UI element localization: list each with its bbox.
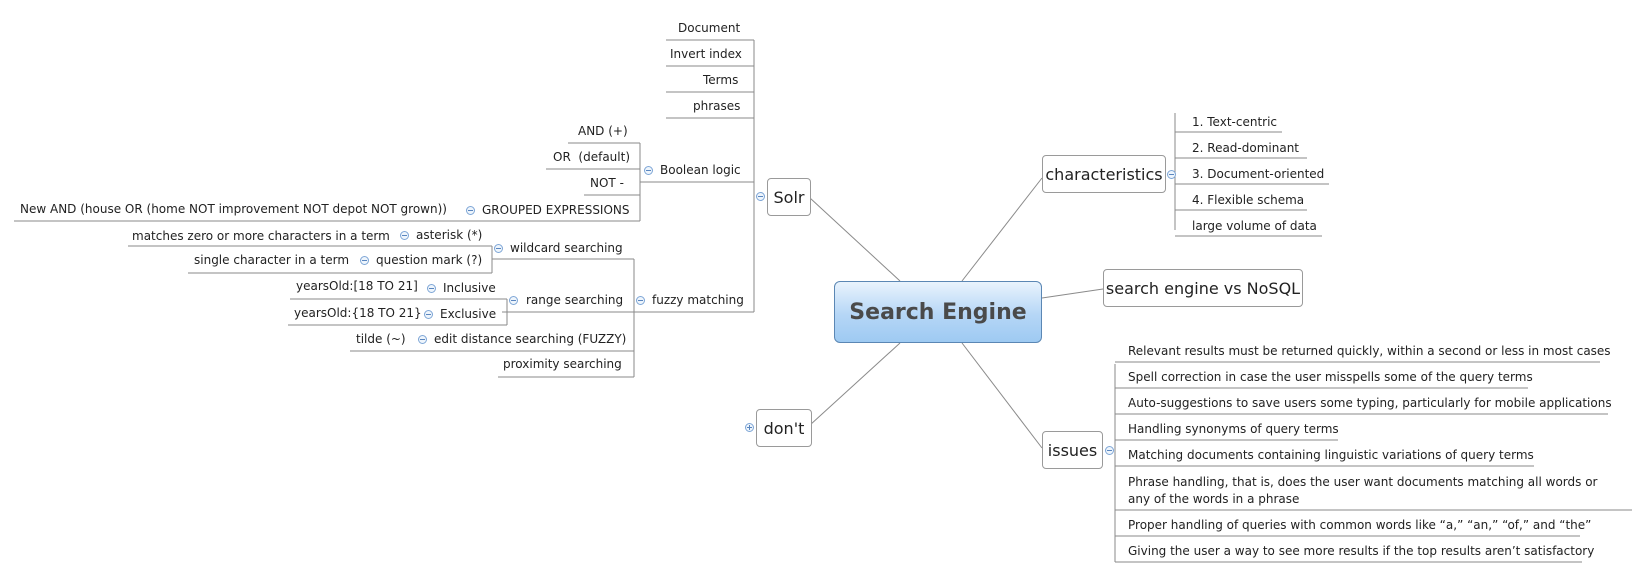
issue-item[interactable]: Relevant results must be returned quickl… bbox=[1128, 344, 1611, 358]
topic-search-engine-vs-nosql[interactable]: search engine vs NoSQL bbox=[1103, 269, 1303, 307]
collapse-icon[interactable] bbox=[427, 284, 436, 293]
subtopic-terms[interactable]: Terms bbox=[703, 73, 739, 87]
boolean-not[interactable]: NOT - bbox=[590, 176, 624, 190]
collapse-icon[interactable] bbox=[360, 256, 369, 265]
collapse-icon[interactable] bbox=[1105, 446, 1114, 455]
collapse-icon[interactable] bbox=[509, 296, 518, 305]
issue-item[interactable]: Phrase handling, that is, does the user … bbox=[1128, 475, 1598, 506]
subtopic-large-volume[interactable]: large volume of data bbox=[1192, 219, 1317, 233]
issue-item[interactable]: Proper handling of queries with common w… bbox=[1128, 518, 1592, 532]
fuzzy-edit-distance-searching[interactable]: edit distance searching (FUZZY) bbox=[434, 332, 627, 346]
collapse-icon[interactable] bbox=[400, 231, 409, 240]
range-exclusive[interactable]: Exclusive bbox=[440, 307, 497, 321]
issue-item[interactable]: Matching documents containing linguistic… bbox=[1128, 448, 1534, 462]
wildcard-asterisk[interactable]: asterisk (*) bbox=[416, 228, 483, 242]
fuzzy-proximity-searching[interactable]: proximity searching bbox=[503, 357, 622, 371]
collapse-icon[interactable] bbox=[424, 310, 433, 319]
fuzzy-range-searching[interactable]: range searching bbox=[526, 293, 624, 307]
subtopic-read-dominant[interactable]: 2. Read-dominant bbox=[1192, 141, 1299, 155]
subtopic-text-centric[interactable]: 1. Text-centric bbox=[1192, 115, 1278, 129]
collapse-icon[interactable] bbox=[756, 192, 765, 201]
collapse-icon[interactable] bbox=[418, 335, 427, 344]
boolean-and[interactable]: AND (+) bbox=[578, 124, 628, 138]
subtopic-invert-index[interactable]: Invert index bbox=[670, 47, 742, 61]
topic-characteristics[interactable]: characteristics bbox=[1042, 155, 1166, 193]
collapse-icon[interactable] bbox=[636, 296, 645, 305]
collapse-icon[interactable] bbox=[644, 166, 653, 175]
subtopic-flexible-schema[interactable]: 4. Flexible schema bbox=[1192, 193, 1305, 207]
collapse-icon[interactable] bbox=[466, 206, 475, 215]
range-inclusive[interactable]: Inclusive bbox=[443, 281, 496, 295]
expand-icon[interactable] bbox=[745, 423, 754, 432]
issue-item[interactable]: Handling synonyms of query terms bbox=[1128, 422, 1339, 436]
grouped-example[interactable]: New AND (house OR (home NOT improvement … bbox=[20, 202, 447, 216]
question-mark-description[interactable]: single character in a term bbox=[194, 253, 350, 267]
edit-distance-example[interactable]: tilde (~) bbox=[356, 332, 406, 346]
boolean-grouped-expressions[interactable]: GROUPED EXPRESSIONS bbox=[482, 203, 630, 217]
subtopic-document-oriented[interactable]: 3. Document-oriented bbox=[1192, 167, 1325, 181]
collapse-icon[interactable] bbox=[1167, 170, 1176, 179]
issue-item[interactable]: Giving the user a way to see more result… bbox=[1128, 544, 1595, 558]
subtopic-fuzzy-matching[interactable]: fuzzy matching bbox=[652, 293, 744, 307]
topic-solr[interactable]: Solr bbox=[767, 178, 811, 216]
subtopic-phrases[interactable]: phrases bbox=[693, 99, 741, 113]
wildcard-question-mark[interactable]: question mark (?) bbox=[376, 253, 483, 267]
issue-item[interactable]: Auto-suggestions to save users some typi… bbox=[1128, 396, 1612, 410]
topic-issues[interactable]: issues bbox=[1042, 431, 1103, 469]
asterisk-description[interactable]: matches zero or more characters in a ter… bbox=[132, 229, 390, 243]
collapse-icon[interactable] bbox=[494, 244, 503, 253]
subtopic-boolean-logic[interactable]: Boolean logic bbox=[660, 163, 741, 177]
exclusive-example[interactable]: yearsOld:{18 TO 21} bbox=[294, 306, 422, 320]
issue-item[interactable]: Spell correction in case the user misspe… bbox=[1128, 370, 1533, 384]
boolean-or[interactable]: OR (default) bbox=[553, 150, 630, 164]
fuzzy-wildcard-searching[interactable]: wildcard searching bbox=[510, 241, 623, 255]
subtopic-document[interactable]: Document bbox=[678, 21, 741, 35]
inclusive-example[interactable]: yearsOld:[18 TO 21] bbox=[296, 279, 418, 293]
central-topic[interactable]: Search Engine bbox=[834, 281, 1042, 343]
topic-dont[interactable]: don't bbox=[756, 409, 812, 447]
